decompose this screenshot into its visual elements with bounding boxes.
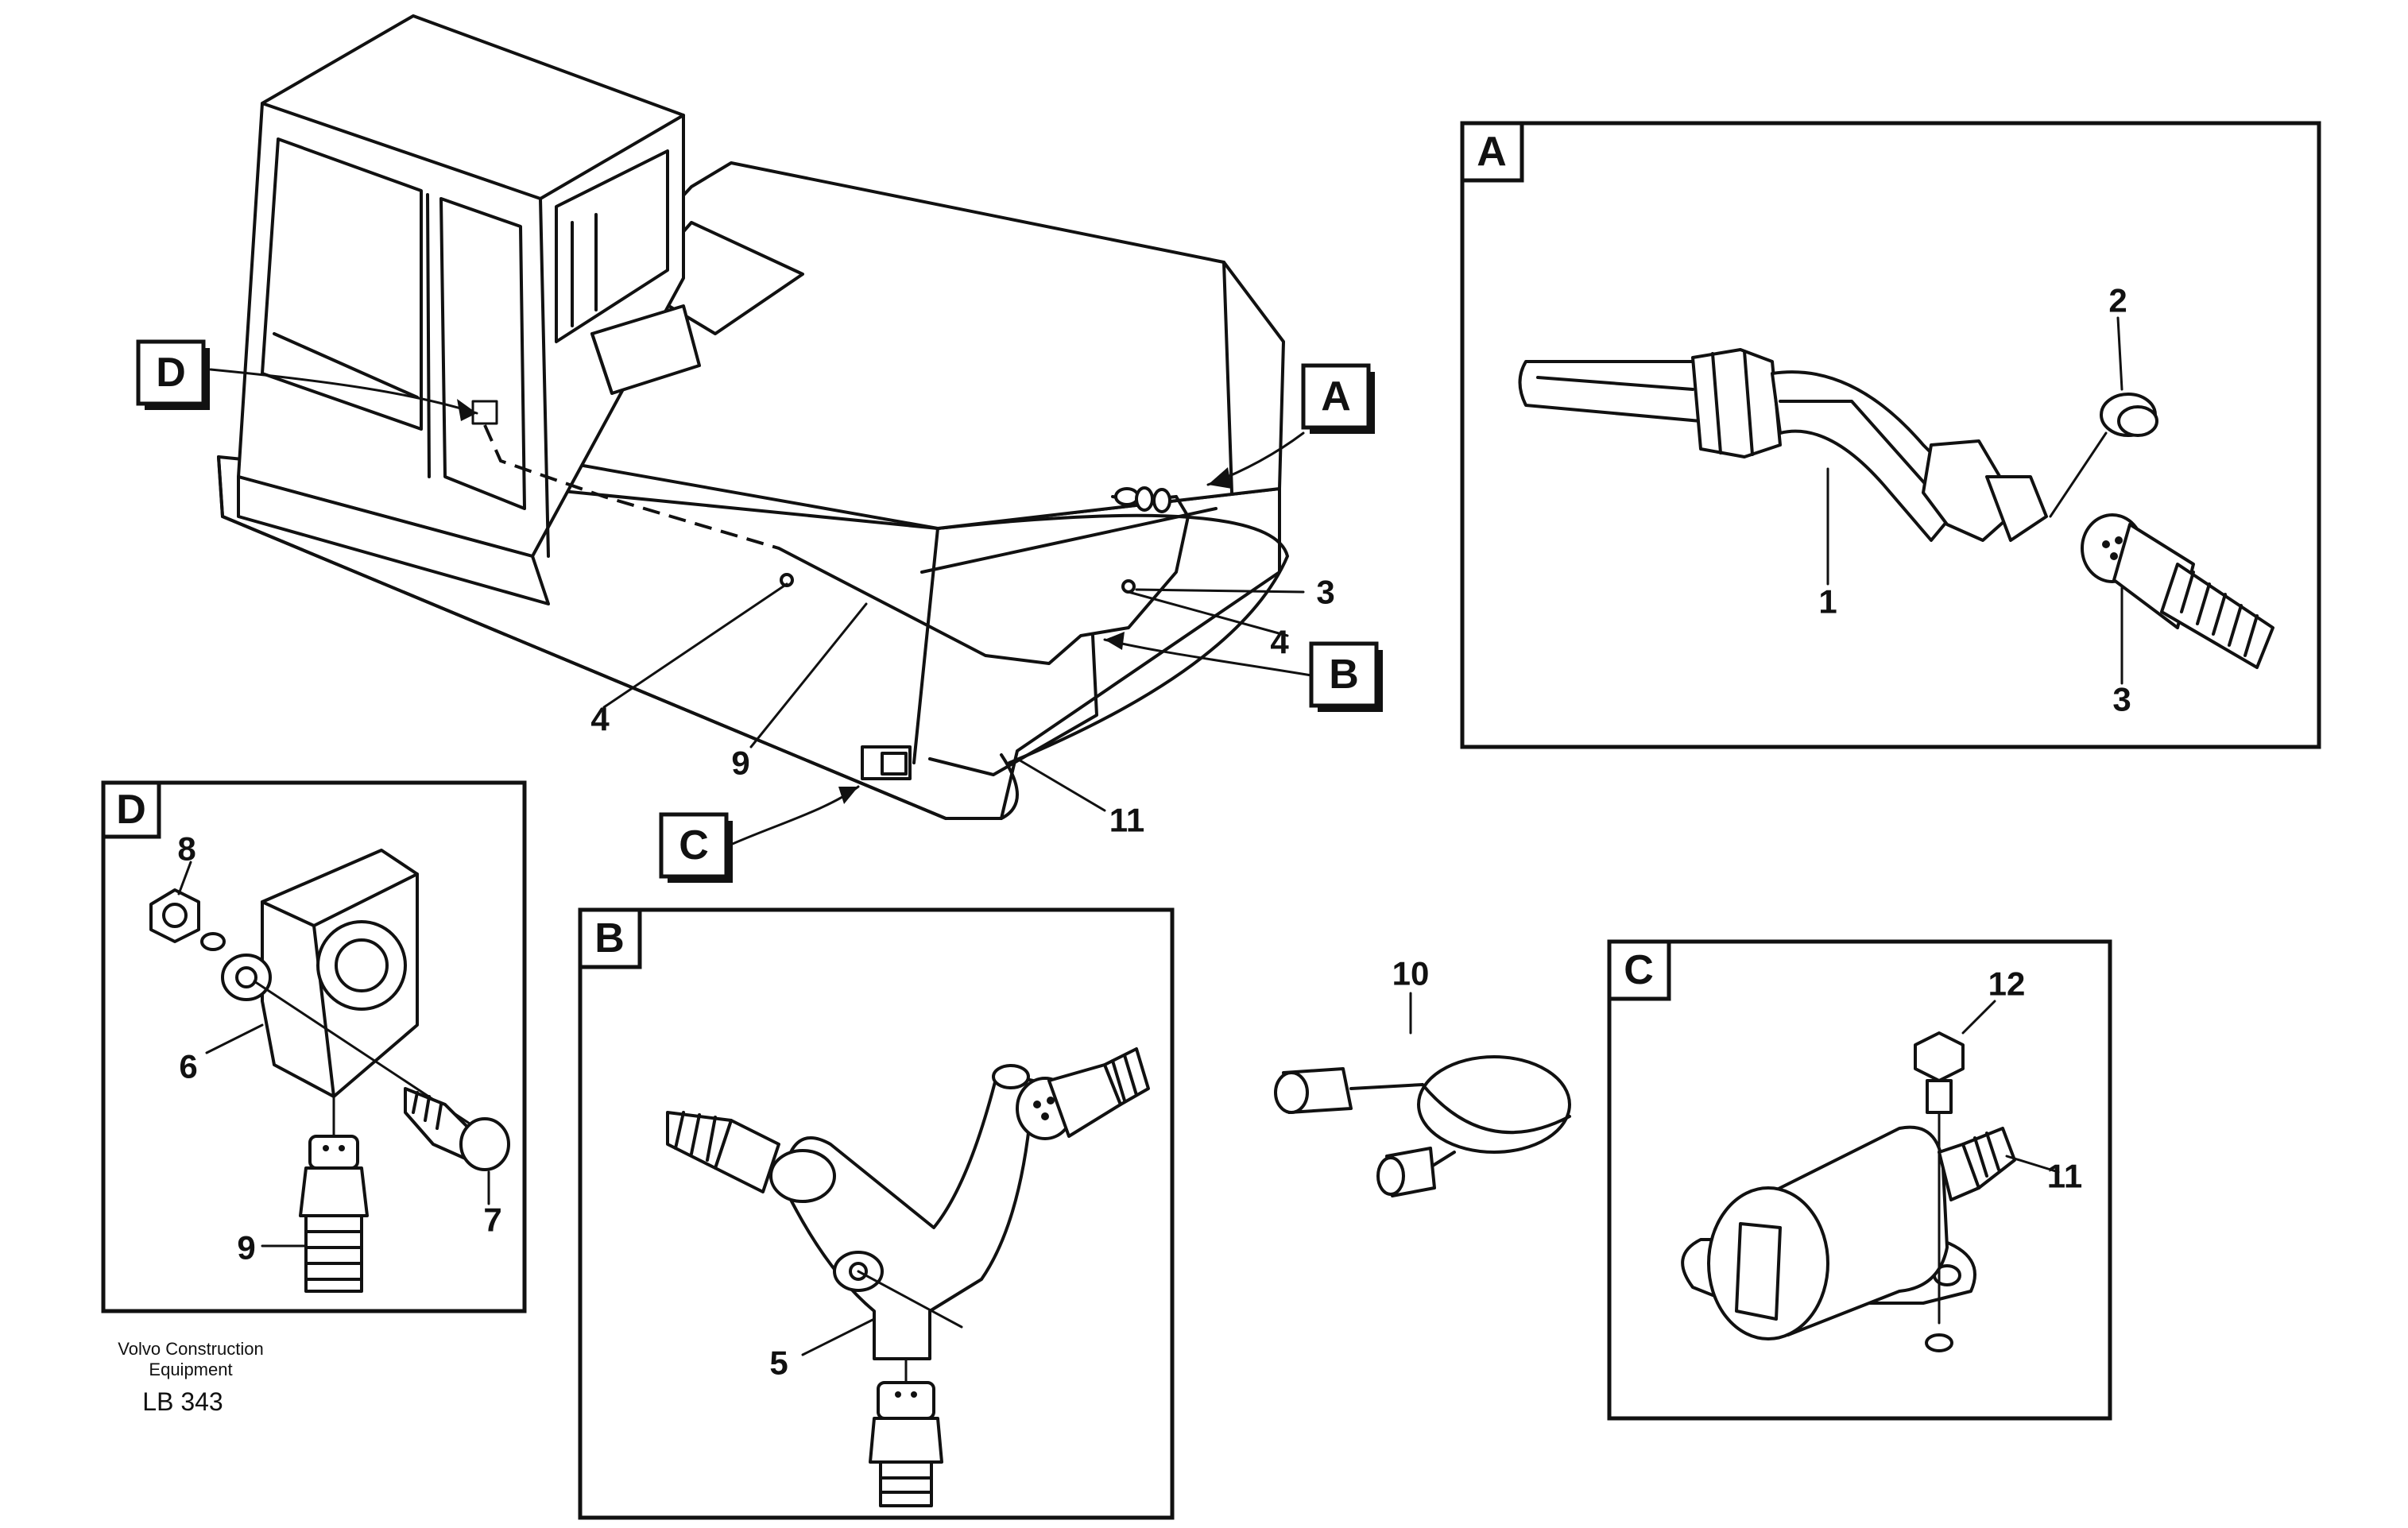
screw-7 (404, 1087, 510, 1171)
part-number-2: 2 (2108, 282, 2127, 319)
detail-d-label: D (116, 787, 146, 833)
callout-d-label: D (156, 350, 186, 396)
part-number-12: 12 (1988, 965, 2026, 1003)
footer-drawing-code: LB 343 (142, 1387, 223, 1416)
footer-block: Volvo Construction Equipment LB 343 (118, 1339, 263, 1416)
part-number-4-left: 4 (590, 701, 610, 738)
detail-b-label: B (594, 915, 625, 961)
corrugated-cable-a (2160, 563, 2274, 669)
part-number-1: 1 (1818, 583, 1837, 621)
detail-d-panel: D (101, 780, 527, 1313)
sender-connector (1111, 486, 1178, 513)
part-number-3-main: 3 (1316, 574, 1334, 611)
detail-b-panel: B (578, 907, 1175, 1520)
corrugated-cable-d (304, 1214, 363, 1293)
detail-c-label: C (1624, 947, 1654, 993)
footer-company-line2: Equipment (149, 1360, 232, 1379)
part-number-8: 8 (177, 830, 196, 868)
part-number-7: 7 (483, 1201, 501, 1239)
corrugated-cable-b-bottom (879, 1460, 933, 1507)
cable-10: 10 (1274, 955, 1571, 1197)
part-number-6: 6 (179, 1048, 197, 1085)
part-number-10: 10 (1392, 955, 1430, 992)
part-number-9-main: 9 (731, 745, 749, 782)
callout-b-label: B (1329, 652, 1359, 698)
part-number-11-detail: 11 (2047, 1158, 2082, 1195)
corrugated-cable-b-left (666, 1111, 733, 1170)
corrugated-cable-b-right (1103, 1047, 1150, 1106)
part-number-3-detail: 3 (2112, 681, 2131, 718)
callout-c-main: C (659, 812, 733, 883)
part-number-4-right: 4 (1270, 624, 1289, 661)
part-number-9-detail: 9 (237, 1229, 255, 1267)
callout-a-main: A (1301, 363, 1375, 434)
machine-overview (209, 14, 1313, 848)
callout-c-label: C (679, 822, 709, 868)
part-number-5: 5 (769, 1344, 788, 1382)
callout-d-main: D (136, 339, 210, 410)
detail-a-panel: A 1 (1460, 121, 2321, 749)
callout-a-label: A (1321, 373, 1351, 420)
footer-company-line1: Volvo Construction (118, 1339, 263, 1359)
corrugated-cable-c (1961, 1127, 2016, 1190)
callout-b-main: B (1309, 641, 1383, 712)
detail-c-panel: C 12 11 (1607, 939, 2112, 1421)
part-number-11-main: 11 (1109, 802, 1144, 839)
detail-a-label: A (1477, 129, 1507, 175)
